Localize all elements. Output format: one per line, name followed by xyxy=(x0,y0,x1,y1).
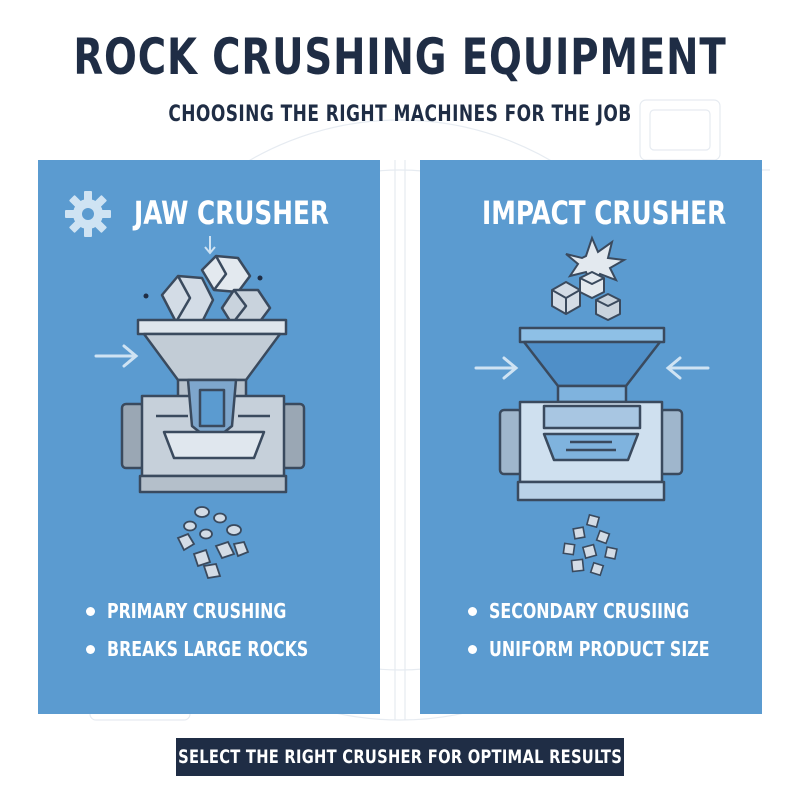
list-item: BREAKS LARGE ROCKS xyxy=(86,630,376,668)
large-rocks xyxy=(160,254,272,326)
impact-crusher-panel: IMPACT CRUSHER xyxy=(420,160,762,714)
bullet-dot-icon xyxy=(468,606,477,616)
impact-crusher-illustration xyxy=(474,235,710,577)
gear-icon xyxy=(65,191,111,237)
impact-crusher-body xyxy=(498,400,684,502)
list-item: PRIMARY CRUSHING xyxy=(86,592,376,630)
jaw-crusher-body xyxy=(120,378,306,494)
crushed-rocks xyxy=(562,513,618,577)
bullet-dot-icon xyxy=(86,644,95,654)
bullet-dot-icon xyxy=(468,644,477,654)
feed-hopper xyxy=(518,326,666,404)
input-arrow-left-icon xyxy=(474,356,519,380)
feed-rocks xyxy=(551,271,621,321)
input-arrow-right-icon xyxy=(665,356,710,380)
footer-cta-banner: SELECT THE RIGHT CRUSHER FOR OPTIMAL RES… xyxy=(176,738,624,776)
crushed-rocks xyxy=(176,506,250,580)
jaw-crusher-heading: JAW CRUSHER xyxy=(134,194,329,232)
jaw-crusher-illustration xyxy=(94,236,306,580)
input-arrow-icon xyxy=(94,344,139,368)
list-item: SECONDARY CRUSIING xyxy=(468,592,758,630)
jaw-crusher-panel: JAW CRUSHER xyxy=(38,160,380,714)
impact-crusher-heading: IMPACT CRUSHER xyxy=(482,194,727,232)
impact-crusher-bullet-list: SECONDARY CRUSIING UNIFORM PRODUCT SIZE xyxy=(468,592,758,668)
page-title: ROCK CRUSHING EQUIPMENT xyxy=(73,28,727,86)
feed-arrow-icon xyxy=(204,236,216,255)
footer-cta-text: SELECT THE RIGHT CRUSHER FOR OPTIMAL RES… xyxy=(178,746,622,768)
bullet-dot-icon xyxy=(86,606,95,616)
impact-burst-icon xyxy=(565,235,628,289)
list-item: UNIFORM PRODUCT SIZE xyxy=(468,630,758,668)
jaw-crusher-bullet-list: PRIMARY CRUSHING BREAKS LARGE ROCKS xyxy=(86,592,376,668)
page-subtitle: CHOOSING THE RIGHT MACHINES FOR THE JOB xyxy=(168,102,632,127)
